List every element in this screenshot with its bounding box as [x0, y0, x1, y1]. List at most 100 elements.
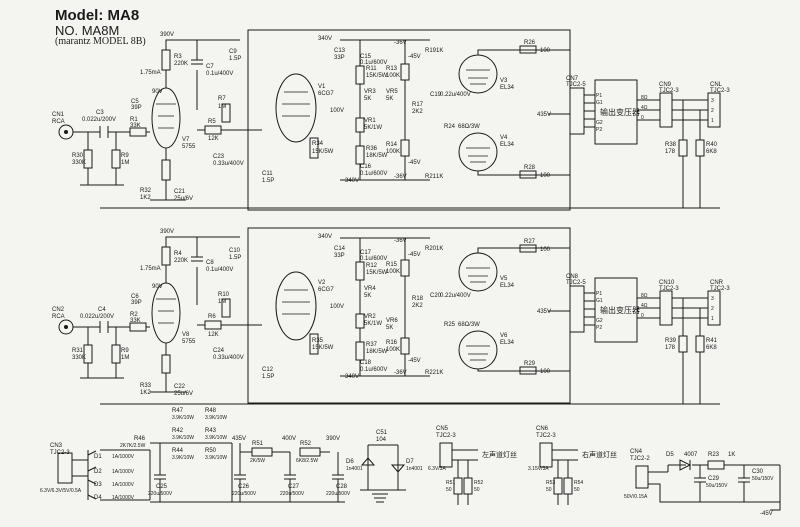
- c23-value: 0.33u/400V: [213, 161, 244, 167]
- c30-value: 50u/150V: [752, 476, 774, 482]
- v2-electrodes: [282, 289, 310, 315]
- c28-capacitor: [332, 452, 344, 502]
- c19-value: 0.22u/400V: [440, 92, 471, 98]
- r33-value: 1K2: [140, 390, 151, 396]
- d6-ref: D6: [346, 459, 354, 465]
- cnl-pin1: 1: [711, 118, 714, 124]
- c4-value: 0.022u/200V: [80, 314, 114, 320]
- right-heater-voltage: 3.15V/3A: [528, 466, 549, 472]
- r10-resistor: [221, 298, 231, 318]
- r46-value: 2K7K/2.5W: [120, 443, 146, 449]
- r43-ref: R43: [205, 428, 217, 434]
- output-plate-wires: [477, 247, 570, 372]
- v5-tube-icon: [458, 252, 498, 292]
- cn4-connector: [635, 465, 649, 489]
- r51-resistor: [251, 447, 273, 457]
- c11-value: 1.5P: [262, 178, 274, 184]
- v8-tube-icon: [151, 282, 181, 344]
- r6-value: 12K: [208, 332, 219, 338]
- r13-resistor: [400, 63, 410, 81]
- b435-label: 435V: [537, 309, 551, 315]
- d1-value: 1A/1000V: [112, 454, 135, 460]
- c28-value: 220u/500V: [326, 491, 351, 497]
- r1-resistor: [129, 127, 147, 137]
- r9b-resistor: [111, 344, 121, 364]
- r15-value: 100K: [386, 269, 400, 275]
- bias-output-wire: [770, 502, 781, 511]
- r31-value: 330K: [72, 355, 86, 361]
- r38-ref: R38: [665, 142, 677, 148]
- cn10-type: TJC2-3: [659, 286, 679, 292]
- c22-value: 25u/6V: [174, 391, 193, 397]
- b435-label: 435V: [232, 436, 246, 442]
- r11-ref: R11: [366, 66, 377, 72]
- c10-ref: C10: [229, 248, 241, 254]
- r54-value: 50: [574, 487, 580, 493]
- r38-resistor: [678, 139, 688, 157]
- v1-voltage: 100V: [330, 108, 344, 114]
- c18-value: 0.1u/600V: [360, 367, 387, 373]
- r38-value: 178: [665, 149, 676, 155]
- r26-value: 100: [540, 48, 551, 54]
- v8-plate-voltage: 90V: [152, 284, 163, 290]
- r9-ref: R9: [121, 153, 129, 159]
- d2-value: 1A/1000V: [112, 469, 135, 475]
- r32-resistor: [161, 159, 171, 181]
- r16-resistor: [400, 337, 410, 355]
- neg45-bottom: -45V: [408, 160, 421, 166]
- r35-ref: R35: [312, 338, 324, 344]
- r44-value: 3.9K/10W: [172, 455, 194, 461]
- r35-value: 15K/5W: [312, 345, 334, 351]
- r16-ref: R16: [386, 340, 398, 346]
- ac-input-label: 6.3V/6.3V/5V/0.5A: [40, 488, 82, 494]
- v1-tube-icon: [275, 73, 317, 143]
- r21-ref: R21: [425, 174, 437, 180]
- d5-value: 4007: [684, 452, 698, 458]
- c20-value: 0.22u/400V: [440, 293, 471, 299]
- r14-value: 100K: [386, 149, 400, 155]
- r39-ref: R39: [665, 338, 677, 344]
- cn5-ref: CN5: [436, 426, 449, 432]
- r22-value: 1K: [436, 370, 443, 376]
- r9b-ref: R9: [121, 348, 129, 354]
- r32-ref: R32: [140, 188, 152, 194]
- c22-ref: C22: [174, 384, 186, 390]
- d2-ref: D2: [94, 469, 102, 475]
- cn10-ref: CN10: [659, 280, 675, 286]
- r9-value: 1M: [121, 160, 129, 166]
- d5-diode-icon: [679, 459, 692, 471]
- r7-resistor: [221, 103, 231, 123]
- c26-ref: C26: [238, 484, 250, 490]
- left-heater-voltage: 6.3V/3A: [428, 466, 446, 472]
- c6-ref: C6: [131, 294, 139, 300]
- r12-value: 15K/5W: [366, 270, 388, 276]
- xfmr-primary-leads: [584, 94, 595, 128]
- r52i-resistor: [463, 477, 473, 495]
- v7-type: 5755: [182, 144, 196, 150]
- neg36-top: -36V: [394, 238, 407, 244]
- r23-resistor: [707, 460, 725, 470]
- r3-resistor: [161, 49, 171, 71]
- c19-ref: C19: [430, 92, 442, 98]
- r22-ref: R22: [425, 370, 437, 376]
- r53-value: 50: [546, 487, 552, 493]
- r51i-ref: R51: [446, 480, 455, 486]
- cn5-leads: [452, 449, 478, 461]
- v3-tube-icon: [458, 54, 498, 94]
- cnl-ref: CNL: [710, 82, 723, 88]
- r13-ref: R13: [386, 66, 398, 72]
- v2-ref: V2: [318, 280, 326, 286]
- vr3-value: 5K: [364, 96, 371, 102]
- v1-ref: V1: [318, 84, 326, 90]
- r54-resistor: [563, 477, 573, 495]
- c25-capacitor: [154, 443, 166, 502]
- c10-value: 1.5P: [229, 255, 241, 261]
- r46-ref: R46: [134, 436, 146, 442]
- vr2-value: 5K/1W: [364, 321, 382, 327]
- c12-value: 1.5P: [262, 374, 274, 380]
- r24-value: 68Ω/3W: [458, 124, 480, 130]
- r39-value: 178: [665, 345, 676, 351]
- cnr-pin2: 2: [711, 306, 714, 312]
- supply-rails: [150, 442, 345, 503]
